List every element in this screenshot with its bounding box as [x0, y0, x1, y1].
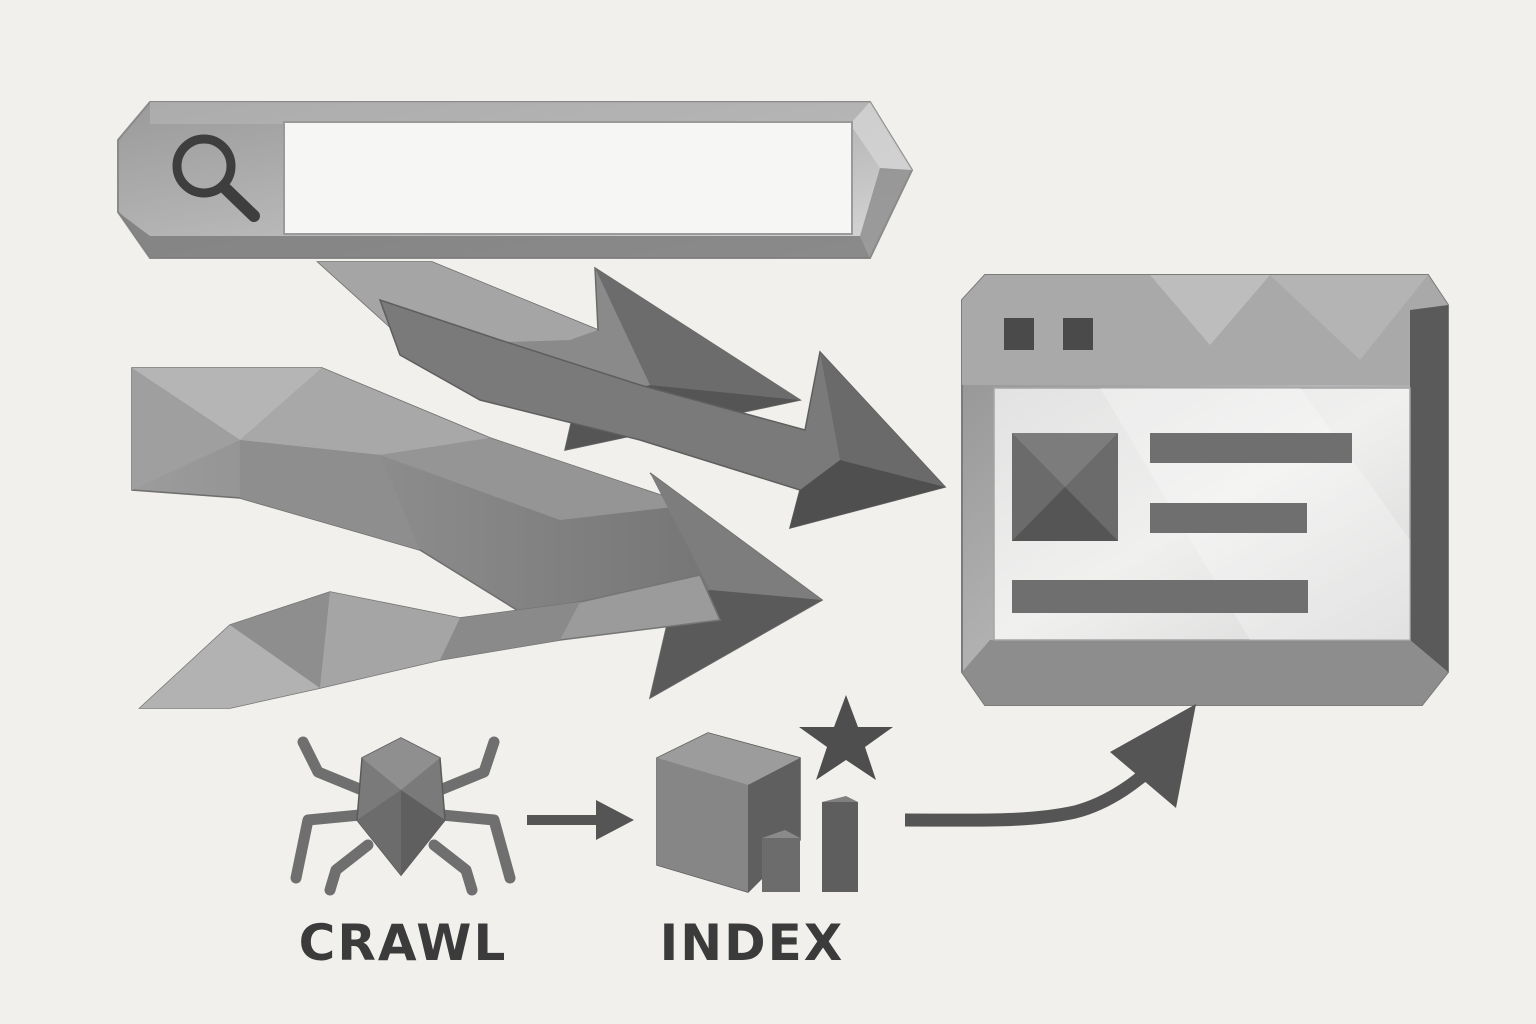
text-line-placeholder: [1150, 433, 1352, 463]
arrow-index-to-page: [904, 704, 1196, 827]
text-line-placeholder: [1150, 503, 1307, 533]
window-control-2-icon[interactable]: [1063, 318, 1093, 350]
flow-arrow-lower: [138, 574, 722, 709]
crawl-label: CRAWL: [299, 914, 508, 972]
bar-chart-icon: [762, 796, 858, 892]
star-icon: [799, 695, 893, 780]
flow-arrow-middle: [131, 367, 824, 700]
flow-arrow-main-to-page: [378, 298, 947, 530]
search-input[interactable]: [283, 121, 853, 235]
spider-icon: [290, 736, 516, 896]
arrow-crawl-to-index: [527, 800, 634, 840]
image-placeholder-icon: [1012, 433, 1118, 541]
text-line-placeholder: [1012, 580, 1308, 613]
index-label: INDEX: [660, 914, 845, 972]
browser-window-icon: [961, 274, 1449, 706]
window-control-1-icon[interactable]: [1004, 318, 1034, 350]
search-icon[interactable]: [172, 134, 260, 222]
